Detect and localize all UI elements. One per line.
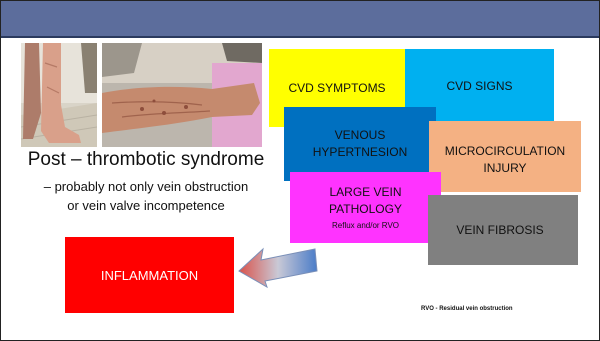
microcirculation-injury-box: MICROCIRCULATION INJURY: [429, 121, 581, 192]
cvd-signs-label: CVD SIGNS: [446, 78, 512, 95]
vein-fibrosis-label: VEIN FIBROSIS: [456, 222, 543, 239]
cvd-symptoms-label: CVD SYMPTOMS: [288, 80, 385, 97]
large-vein-label-line: LARGE VEIN: [329, 184, 401, 201]
venous-hypertension-box: VENOUS HYPERTNESION: [284, 107, 436, 181]
caption-subtitle-line: – probably not only vein obstruction: [15, 177, 277, 196]
venous-hypertension-label-line: HYPERTNESION: [313, 144, 407, 161]
microcirculation-label-line: INJURY: [445, 160, 565, 177]
large-vein-pathology-box: LARGE VEIN PATHOLOGY Reflux and/or RVO: [290, 172, 441, 243]
caption-subtitle: – probably not only vein obstruction or …: [15, 177, 277, 215]
footnote: RVO - Residual vein obstruction: [421, 306, 513, 312]
caption-title: Post – thrombotic syndrome: [15, 149, 277, 171]
large-vein-sublabel: Reflux and/or RVO: [332, 220, 399, 232]
leg-photo-left: [21, 43, 97, 147]
caption-subtitle-line: or vein valve incompetence: [15, 196, 277, 215]
title-bar: [1, 1, 599, 38]
microcirculation-label-line: MICROCIRCULATION: [445, 143, 565, 160]
vein-fibrosis-box: VEIN FIBROSIS: [428, 195, 578, 265]
inflammation-label: INFLAMMATION: [101, 267, 198, 284]
arrow-left-icon: [237, 241, 319, 289]
venous-hypertension-label-line: VENOUS: [313, 127, 407, 144]
inflammation-box: INFLAMMATION: [65, 237, 234, 313]
leg-photo-right: [102, 43, 262, 147]
large-vein-label-line: PATHOLOGY: [329, 201, 402, 218]
